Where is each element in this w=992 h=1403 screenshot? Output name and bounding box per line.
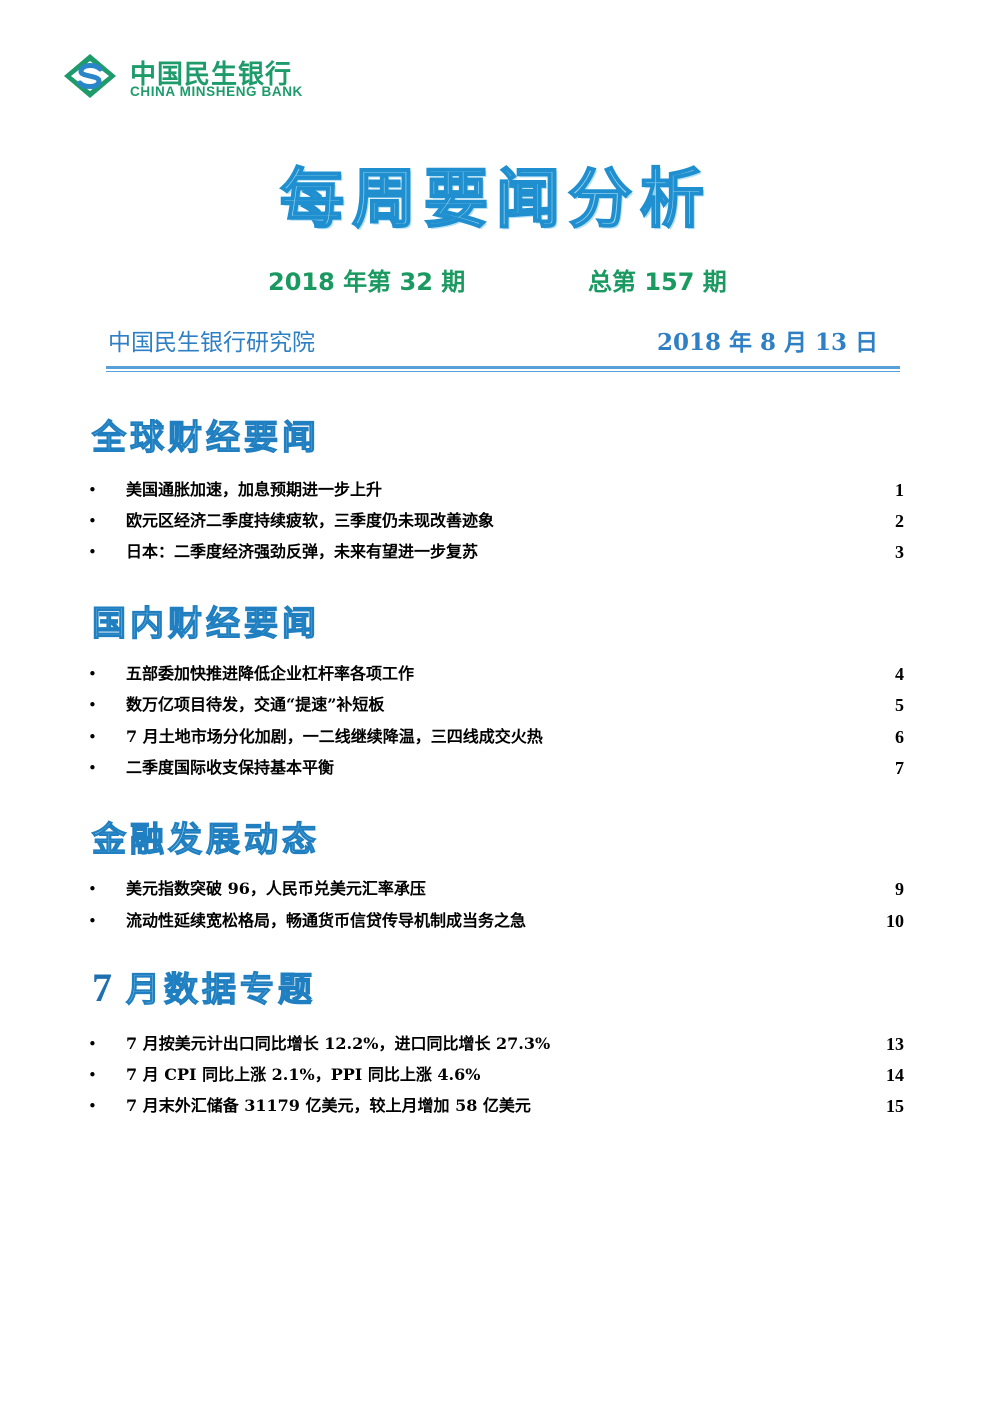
toc-item-page: 4 <box>895 664 904 684</box>
bullet-icon: • <box>88 759 97 777</box>
section-title-number: 7 <box>92 965 116 1010</box>
toc-item[interactable]: • 二季度国际收支保持基本平衡 7 <box>88 756 904 782</box>
bank-name-chinese: 中国民生银行 <box>130 60 293 90</box>
bullet-icon: • <box>88 1035 97 1053</box>
toc-item-text: 数万亿项目待发，交通“提速”补短板 <box>126 695 385 714</box>
header-divider <box>106 366 900 369</box>
toc-item-page: 14 <box>886 1065 904 1085</box>
toc-item[interactable]: • 7 月土地市场分化加剧，一二线继续降温，三四线成交火热 6 <box>88 725 904 751</box>
toc-item-page: 2 <box>895 511 904 531</box>
toc-item-page: 15 <box>886 1096 904 1116</box>
toc-item-text: 7 月 CPI 同比上涨 2.1%，PPI 同比上涨 4.6% <box>126 1065 481 1084</box>
toc-item[interactable]: • 7 月末外汇储备 31179 亿美元，较上月增加 58 亿美元 15 <box>88 1094 904 1120</box>
toc-item-text: 欧元区经济二季度持续疲软，三季度仍未现改善迹象 <box>126 511 495 530</box>
bullet-icon: • <box>88 481 97 499</box>
section-title-domestic: 国内财经要闻 <box>91 603 320 644</box>
section-title-finance: 金融发展动态 <box>91 819 320 860</box>
bank-name-english: CHINA MINSHENG BANK <box>130 84 303 99</box>
bullet-icon: • <box>88 728 97 746</box>
section-title-global: 全球财经要闻 <box>91 417 320 458</box>
toc-item[interactable]: • 7 月按美元计出口同比增长 12.2%，进口同比增长 27.3% 13 <box>88 1032 904 1058</box>
report-header: 中国民生银行研究院 2018 年 8 月 13 日 <box>108 323 878 359</box>
bullet-icon: • <box>88 696 97 714</box>
toc-item-text: 7 月按美元计出口同比增长 12.2%，进口同比增长 27.3% <box>126 1034 551 1053</box>
report-title: 每周要闻分析 <box>279 162 712 238</box>
toc-item-text: 流动性延续宽松格局，畅通货币信贷传导机制成当务之急 <box>126 911 527 930</box>
toc-item[interactable]: • 流动性延续宽松格局，畅通货币信贷传导机制成当务之急 10 <box>88 909 904 935</box>
toc-item-text: 五部委加快推进降低企业杠杆率各项工作 <box>126 664 415 683</box>
issue-number: 2018 年第 32 期 <box>268 268 466 296</box>
header-divider-thin <box>106 371 900 372</box>
bank-logo: 中国民生银行 CHINA MINSHENG BANK <box>62 52 362 108</box>
bullet-icon: • <box>88 1066 97 1084</box>
toc-item[interactable]: • 日本：二季度经济强劲反弹，未来有望进一步复苏 3 <box>88 540 904 566</box>
institute-name: 中国民生银行研究院 <box>108 330 315 356</box>
toc-item-text: 日本：二季度经济强劲反弹，未来有望进一步复苏 <box>126 542 479 561</box>
bullet-icon: • <box>88 880 97 898</box>
toc-item-text: 二季度国际收支保持基本平衡 <box>126 758 335 777</box>
toc-item-text: 7 月末外汇储备 31179 亿美元，较上月增加 58 亿美元 <box>126 1096 531 1115</box>
toc-item-page: 3 <box>895 542 904 562</box>
toc-item-page: 6 <box>895 727 904 747</box>
bullet-icon: • <box>88 543 97 561</box>
toc-item-text: 美元指数突破 96，人民币兑美元汇率承压 <box>126 879 426 898</box>
toc-item[interactable]: • 美元指数突破 96，人民币兑美元汇率承压 9 <box>88 877 904 903</box>
toc-item-page: 10 <box>886 911 904 931</box>
toc-item-text: 美国通胀加速，加息预期进一步上升 <box>126 480 383 499</box>
toc-item[interactable]: • 7 月 CPI 同比上涨 2.1%，PPI 同比上涨 4.6% 14 <box>88 1063 904 1089</box>
bullet-icon: • <box>88 912 97 930</box>
toc-item-text: 7 月土地市场分化加剧，一二线继续降温，三四线成交火热 <box>126 727 543 746</box>
toc-item[interactable]: • 欧元区经济二季度持续疲软，三季度仍未现改善迹象 2 <box>88 509 904 535</box>
total-issue-number: 总第 157 期 <box>588 268 727 296</box>
toc-item[interactable]: • 五部委加快推进降低企业杠杆率各项工作 4 <box>88 662 904 688</box>
toc-item-page: 1 <box>895 480 904 500</box>
bullet-icon: • <box>88 512 97 530</box>
minsheng-logo-icon <box>64 54 116 98</box>
toc-item-page: 5 <box>895 695 904 715</box>
bullet-icon: • <box>88 1097 97 1115</box>
toc-item[interactable]: • 数万亿项目待发，交通“提速”补短板 5 <box>88 693 904 719</box>
toc-item[interactable]: • 美国通胀加速，加息预期进一步上升 1 <box>88 478 904 504</box>
toc-item-page: 9 <box>895 879 904 899</box>
bullet-icon: • <box>88 665 97 683</box>
toc-item-page: 13 <box>886 1034 904 1054</box>
section-title-text: 月数据专题 <box>125 969 316 1010</box>
toc-item-page: 7 <box>895 758 904 778</box>
report-date: 2018 年 8 月 13 日 <box>656 329 878 356</box>
